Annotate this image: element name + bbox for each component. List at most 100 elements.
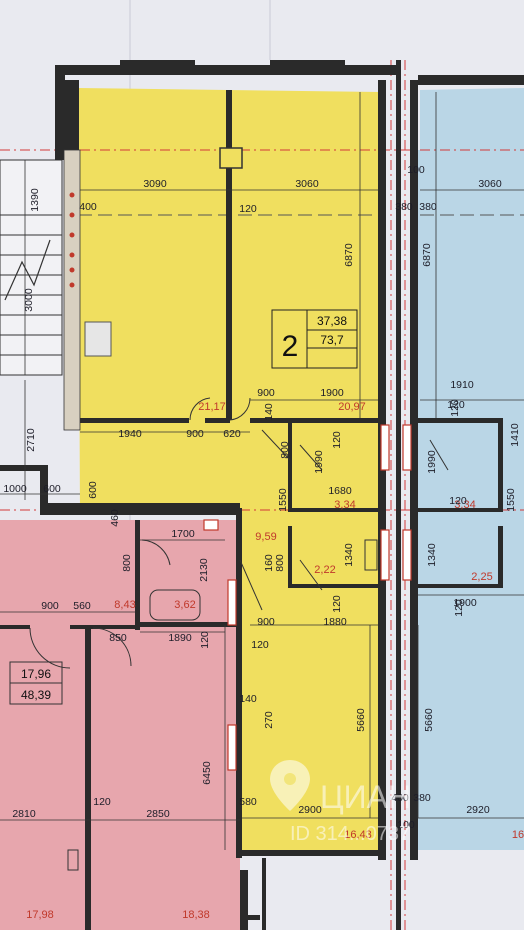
room-area-toilet: 2,22 <box>314 564 335 576</box>
dim-1550-blue: 1550 <box>505 488 517 512</box>
dim-1000: 1000 <box>3 483 27 495</box>
dim-1390: 1390 <box>29 188 41 212</box>
dim-6870: 6870 <box>343 243 355 267</box>
dim-1550: 1550 <box>277 488 289 512</box>
dim-600: 600 <box>43 483 61 495</box>
dimension-lines <box>0 92 524 850</box>
dim-120-i: 120 <box>331 595 343 613</box>
dim-3090: 3090 <box>143 178 167 190</box>
dim-100: 100 <box>407 164 425 176</box>
dim-2850: 2850 <box>146 808 170 820</box>
dim-2900: 2900 <box>298 804 322 816</box>
living-area: 37,38 <box>317 314 347 328</box>
dim-1940: 1940 <box>118 428 142 440</box>
dim-3060-blue: 3060 <box>478 178 502 190</box>
dim-900: 900 <box>257 387 275 399</box>
room-area-blue-bedroom: 16 <box>512 829 524 841</box>
room-area-pink-c: 17,98 <box>26 909 54 921</box>
dim-2920: 2920 <box>466 804 490 816</box>
electrical-panel <box>84 321 112 357</box>
dim-1880: 1880 <box>323 616 347 628</box>
dim-120-top: 120 <box>239 203 257 215</box>
dim-6450: 6450 <box>201 761 213 785</box>
dim-120-g: 120 <box>447 399 465 411</box>
dim-600-v: 600 <box>87 481 99 499</box>
dim-6870-blue: 6870 <box>421 243 433 267</box>
dim-3000: 3000 <box>23 288 35 312</box>
dim-1900: 1900 <box>320 387 344 399</box>
dim-160: 160 <box>263 554 275 572</box>
dim-1340-blue: 1340 <box>426 543 438 567</box>
dim-2130: 2130 <box>198 558 210 582</box>
fixtures <box>67 539 378 871</box>
pink-living-area: 17,96 <box>21 667 51 681</box>
room-area-pink-d: 18,38 <box>182 909 210 921</box>
dim-120-blue: 120 <box>449 399 461 417</box>
door-swings <box>29 397 449 669</box>
ventilation-shafts <box>203 424 412 771</box>
dim-120-bath: 120 <box>331 431 343 449</box>
dim-1990: 1990 <box>313 450 325 474</box>
dim-380-b: 380 <box>419 201 437 213</box>
room-area-blue-toilet: 2,25 <box>471 571 492 583</box>
dim-900-pink: 900 <box>41 600 59 612</box>
dim-460: 460 <box>109 509 121 527</box>
dim-5660-blue: 5660 <box>423 708 435 732</box>
staircase <box>0 159 63 376</box>
dim-120-h: 120 <box>449 495 467 507</box>
dim-380-a: 380 <box>395 201 413 213</box>
watermark-brand: ЦИАН <box>320 779 411 815</box>
dim-800: 800 <box>279 441 291 459</box>
insulation-strip <box>63 149 81 431</box>
column <box>219 147 243 169</box>
dim-1900-blue: 1900 <box>453 597 477 609</box>
apartment-number: 2 <box>282 330 299 363</box>
dim-120-pink: 120 <box>199 631 211 649</box>
apartment-label <box>271 309 358 369</box>
dim-620: 620 <box>223 428 241 440</box>
room-area-bedroom: 16,43 <box>344 829 372 841</box>
dim-400-bottom: 400 <box>391 792 409 804</box>
pink-apartment-label <box>9 661 63 705</box>
dim-140: 140 <box>263 403 275 421</box>
dim-100-bottom: 100 <box>397 819 415 831</box>
room-area-main: 21,17 <box>198 401 226 413</box>
dim-1340: 1340 <box>343 543 355 567</box>
dim-1700: 1700 <box>171 528 195 540</box>
dim-580: 580 <box>239 796 257 808</box>
room-area-pink-a: 8,43 <box>114 599 135 611</box>
dim-560: 560 <box>73 600 91 612</box>
dim-2810: 2810 <box>12 808 36 820</box>
dim-120-pink-b: 120 <box>93 796 111 808</box>
dim-1990-blue: 1990 <box>426 450 438 474</box>
dim-380-bottom: 380 <box>413 792 431 804</box>
dim-800-toilet: 800 <box>274 554 286 572</box>
room-area-kitchen: 20,97 <box>338 401 366 413</box>
outlet-marks <box>69 192 75 288</box>
blue-apartment-fill <box>412 88 524 850</box>
dim-120-hall: 120 <box>251 639 269 651</box>
dim-800-pink: 800 <box>121 554 133 572</box>
dim-5660: 5660 <box>355 708 367 732</box>
dim-1890: 1890 <box>168 632 192 644</box>
watermark-id: ID 314...0737 <box>290 823 410 845</box>
pink-total-area: 48,39 <box>21 688 51 702</box>
total-area: 73,7 <box>320 333 344 347</box>
room-area-pink-b: 3,62 <box>174 599 195 611</box>
dim-400: 400 <box>79 201 97 213</box>
dim-120-j: 120 <box>453 599 465 617</box>
dim-140-b: 140 <box>239 693 257 705</box>
dim-2710: 2710 <box>25 428 37 452</box>
dim-900-b: 900 <box>186 428 204 440</box>
dim-900-hall: 900 <box>257 616 275 628</box>
dim-1910: 1910 <box>450 379 474 391</box>
dim-1680: 1680 <box>328 485 352 497</box>
location-pin-icon <box>270 760 310 811</box>
apartment-2-fill <box>78 88 380 852</box>
dim-270: 270 <box>263 711 275 729</box>
dim-850: 850 <box>109 632 127 644</box>
dim-1410: 1410 <box>509 423 521 447</box>
dim-3060: 3060 <box>295 178 319 190</box>
watermark: ЦИАН ID 314...0737 <box>270 760 411 845</box>
